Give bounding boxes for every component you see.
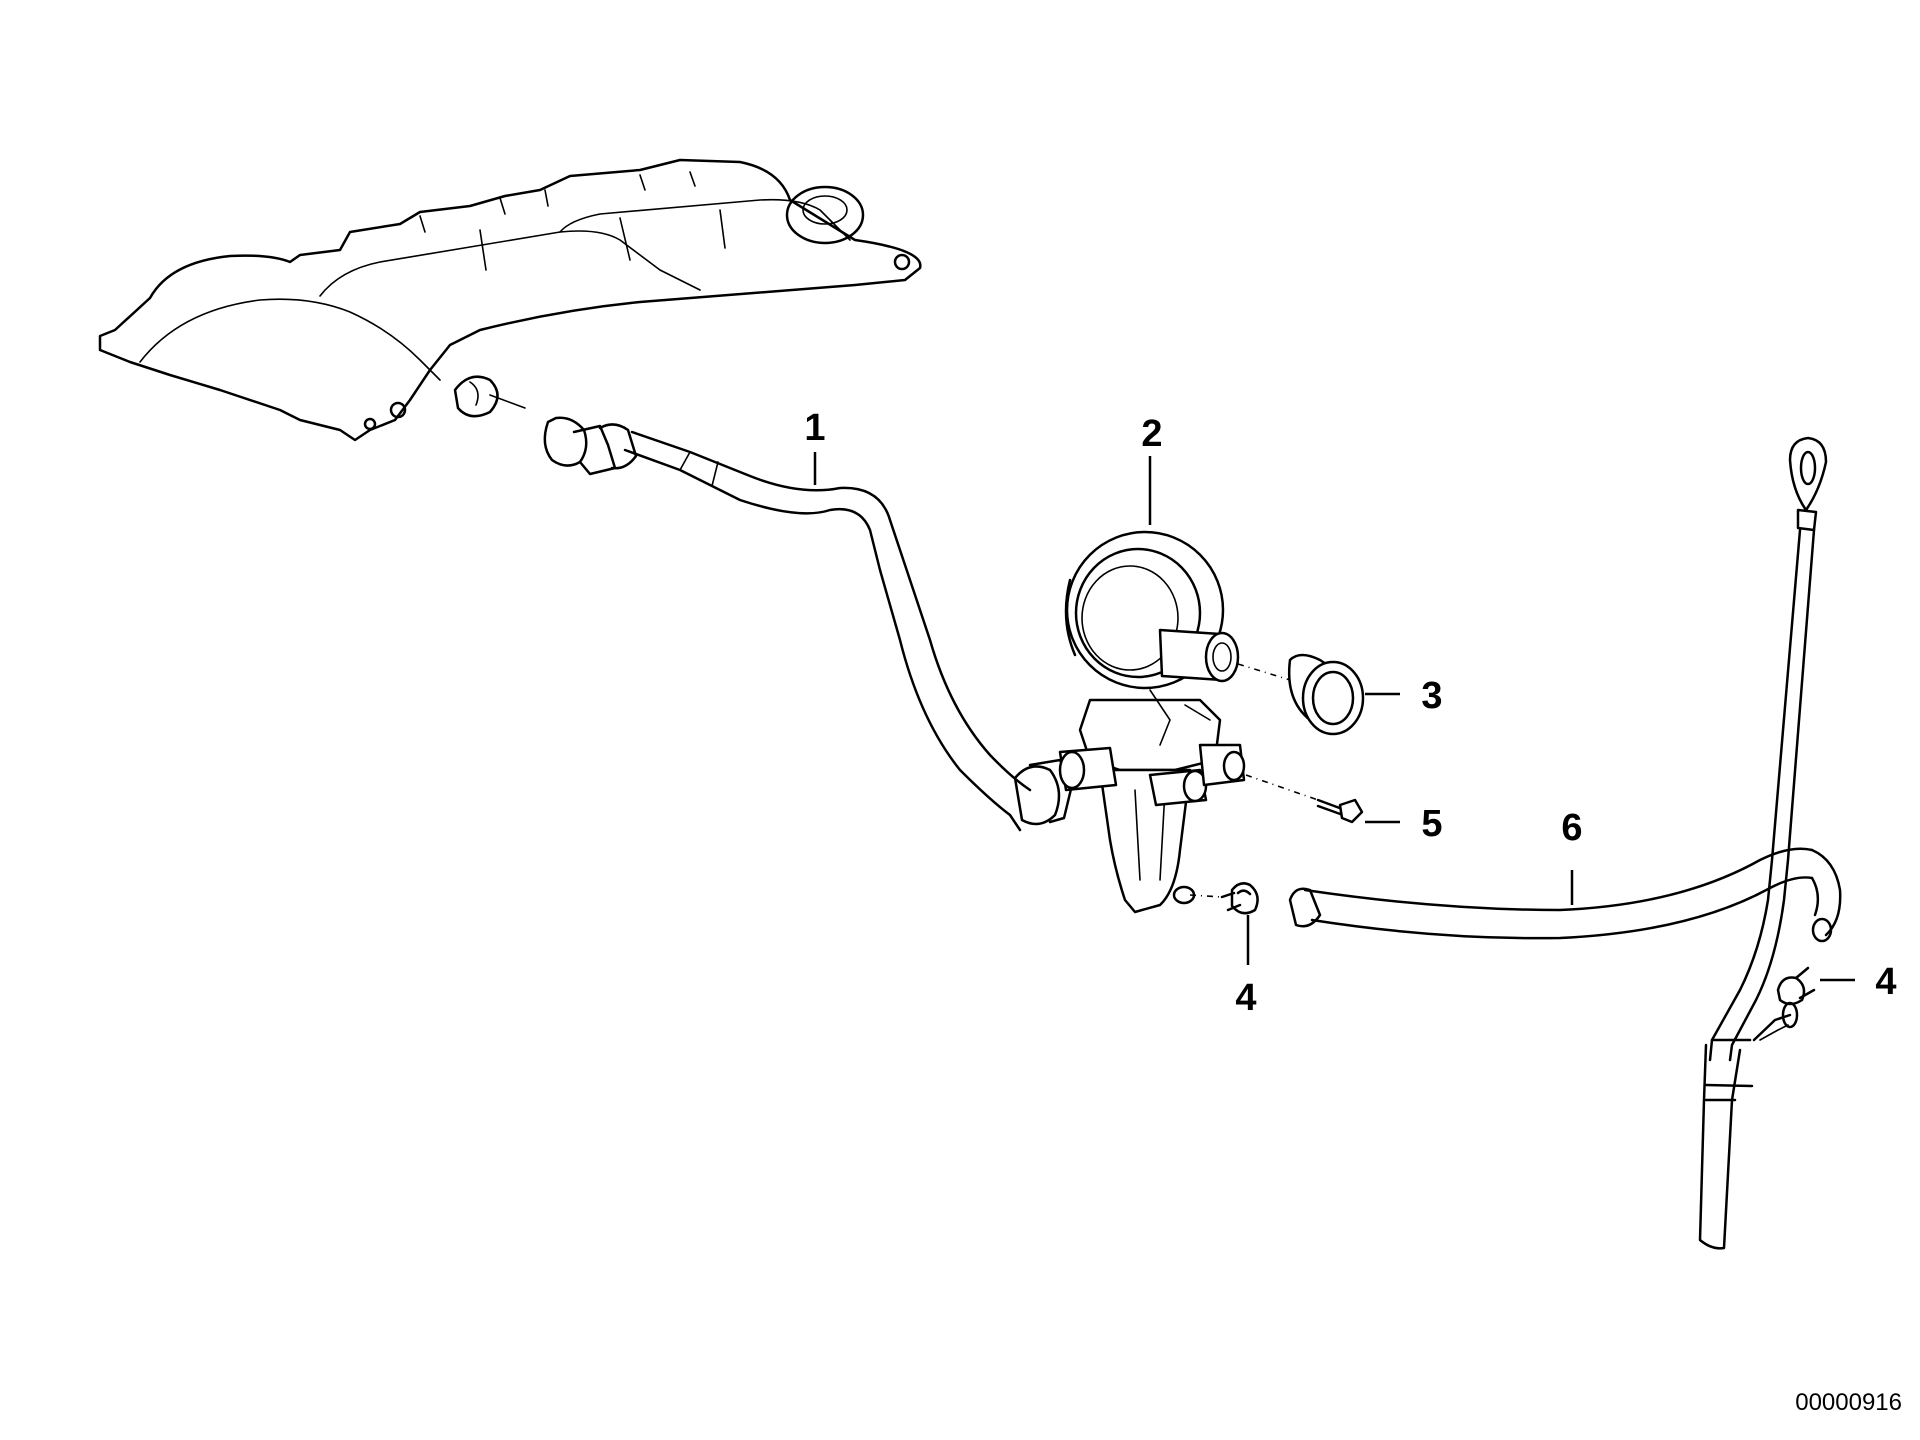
callout-4-right: 4 (1875, 961, 1896, 1003)
document-number: 00000916 (1795, 1389, 1902, 1416)
gasket-ring-3 (1237, 653, 1365, 736)
leader-lines (813, 452, 1855, 982)
dipstick-guide-tube (1698, 436, 1828, 1250)
callout-5: 5 (1421, 803, 1442, 845)
breather-hose-1 (543, 416, 1074, 832)
valve-cover (98, 158, 922, 442)
pressure-control-valve-2 (1058, 530, 1246, 914)
hose-clamp-4 (1189, 882, 1259, 915)
callout-6: 6 (1561, 807, 1582, 849)
callout-4-center: 4 (1235, 977, 1256, 1019)
callout-3: 3 (1421, 675, 1442, 717)
bolt-5 (1245, 774, 1364, 824)
breather-hose-6 (1288, 847, 1842, 943)
callout-2: 2 (1141, 413, 1162, 455)
callout-1: 1 (804, 407, 825, 449)
